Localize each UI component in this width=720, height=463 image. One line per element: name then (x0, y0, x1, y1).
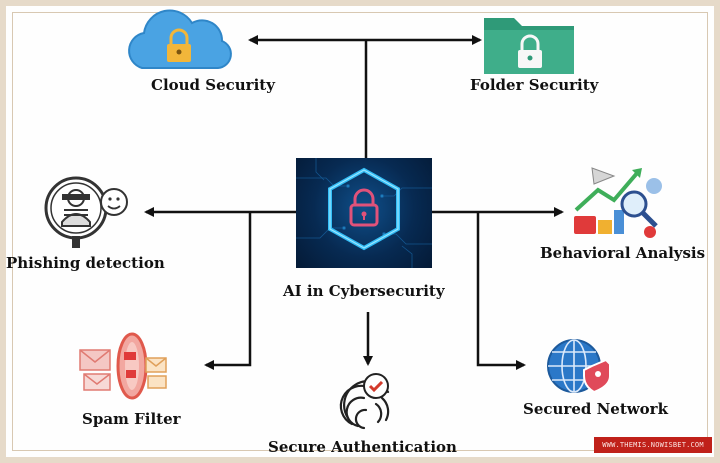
center-node (296, 158, 432, 268)
inner-border (12, 12, 708, 451)
secure-authentication-label: Secure Authentication (268, 438, 457, 456)
spam-envelope-icon (79, 332, 167, 400)
behavior-analytics-icon (574, 167, 662, 238)
phishing-mask-icon (44, 176, 128, 248)
behavioral-analysis-label: Behavioral Analysis (540, 244, 706, 262)
spam-filter-label: Spam Filter (82, 410, 181, 428)
fingerprint-check-icon (339, 373, 390, 430)
center-label: AI in Cybersecurity (283, 282, 445, 300)
arrow-to-spam-filter (204, 212, 252, 370)
globe-shield-icon (547, 339, 611, 394)
folder-security-label: Folder Security (470, 76, 599, 94)
watermark: WWW.THEMIS.NOWISBET.COM (594, 437, 712, 453)
secured-network-label: Secured Network (523, 400, 668, 418)
phishing-detection-label: Phishing detection (6, 254, 165, 272)
cloud-lock-icon (128, 9, 232, 69)
lock-hexagon-icon (296, 158, 432, 268)
cloud-security-label: Cloud Security (151, 76, 275, 94)
folder-lock-icon (484, 18, 574, 74)
arrow-to-secured-network (476, 212, 526, 370)
